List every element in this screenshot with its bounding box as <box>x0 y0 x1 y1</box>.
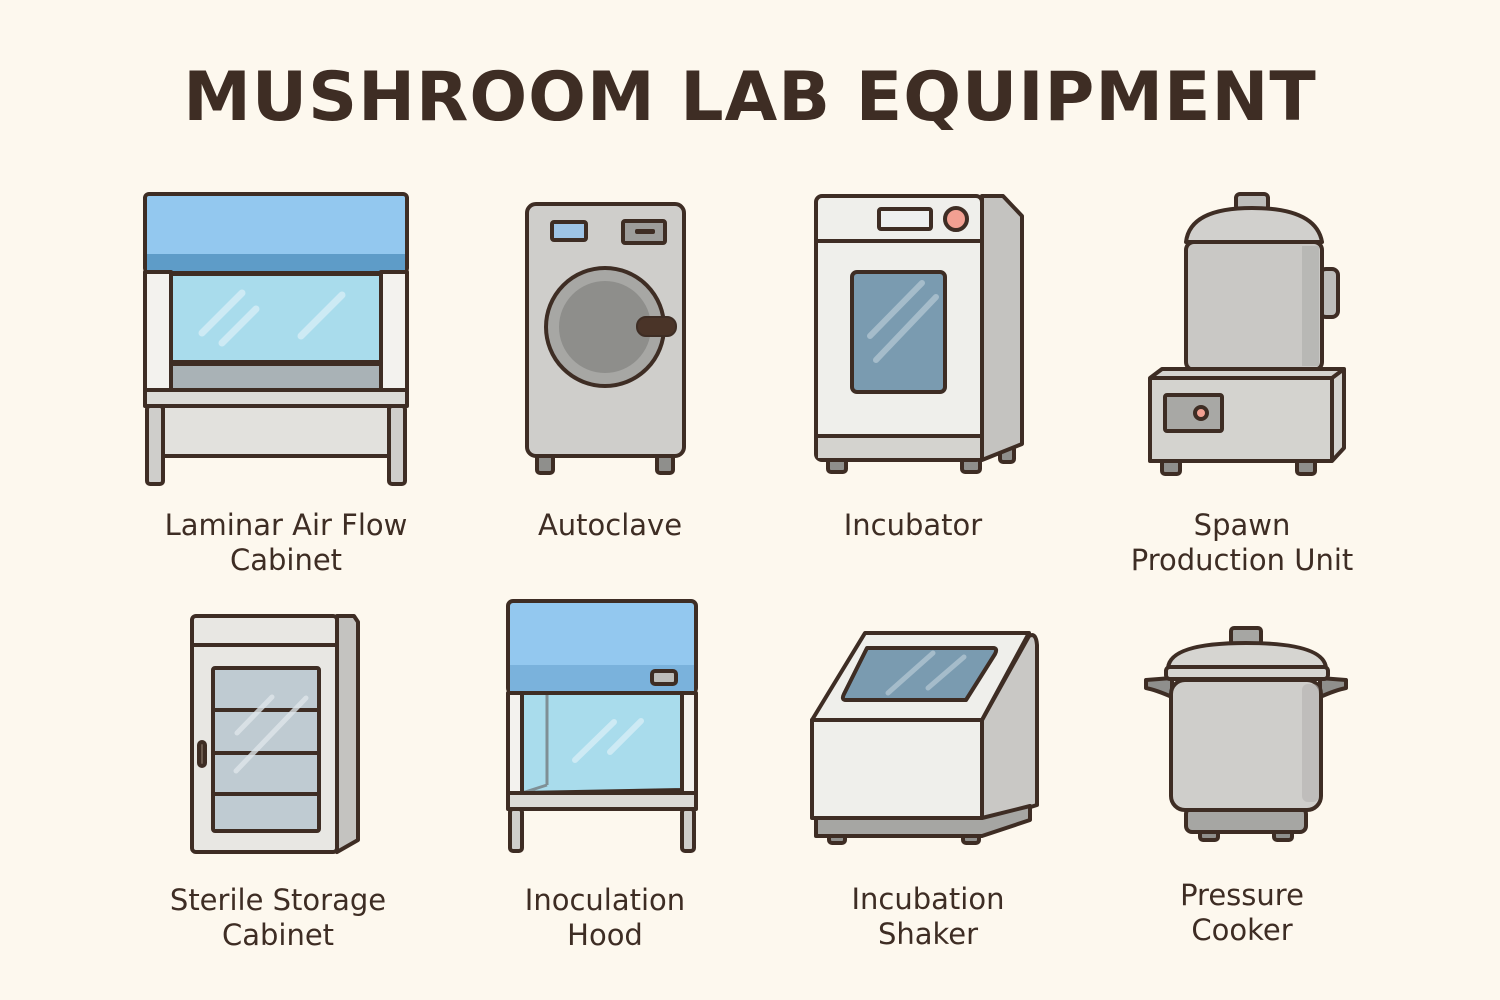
item-label: Sterile Storage Cabinet <box>169 883 387 952</box>
item-label: Laminar Air Flow Cabinet <box>164 508 408 577</box>
page-title: MUSHROOM LAB EQUIPMENT <box>183 58 1317 137</box>
item-label: Incubator <box>843 508 983 542</box>
item-label: Pressure Cooker <box>1180 878 1304 947</box>
item-label: Inoculation Hood <box>524 883 686 952</box>
item-label: Incubation Shaker <box>851 882 1005 951</box>
item-label: Spawn Production Unit <box>1130 508 1354 577</box>
item-label: Autoclave <box>537 508 683 542</box>
